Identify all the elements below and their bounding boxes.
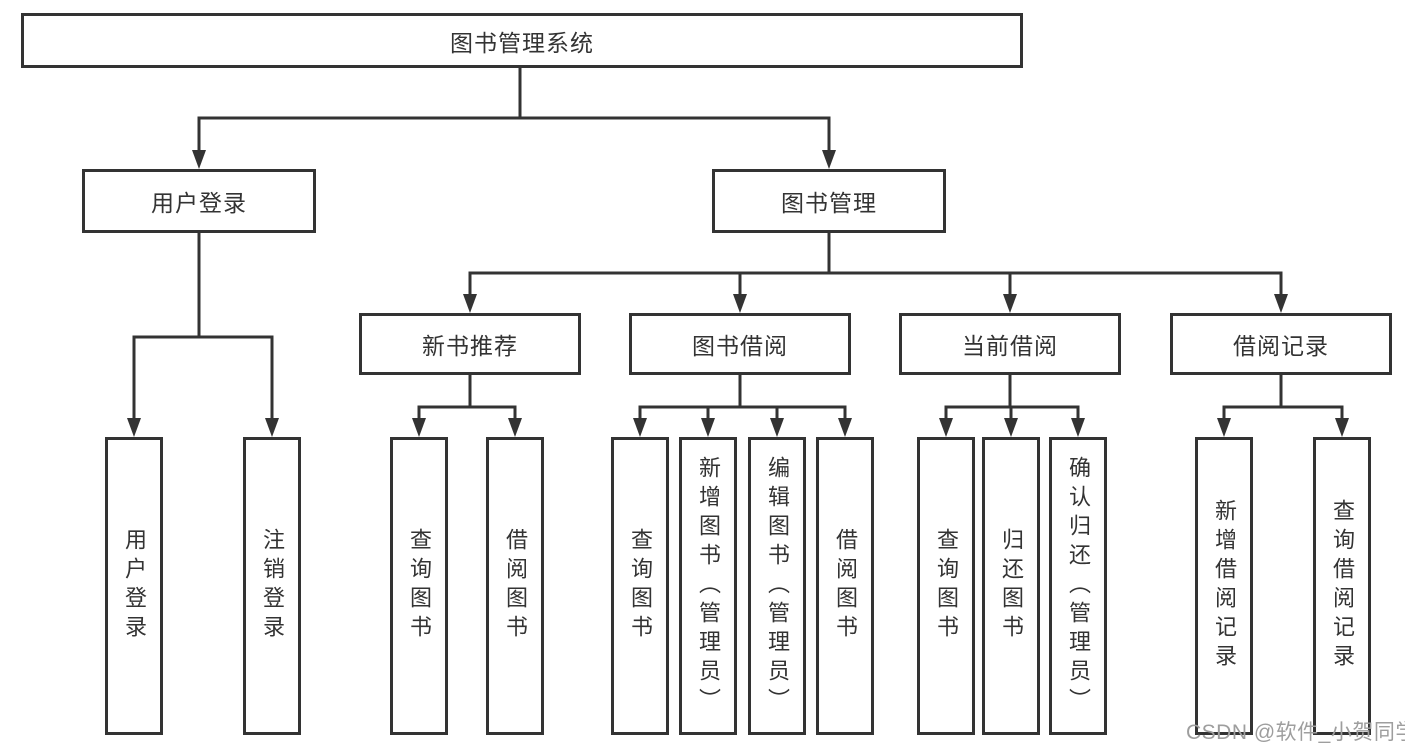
node-book-borrow: 图书借阅: [629, 313, 851, 375]
node-label: 新增图书（管理员）: [696, 455, 721, 717]
branch-book-management: [463, 233, 1288, 313]
watermark: CSDN @软件_小贺同学: [1186, 721, 1405, 744]
node-label: 查询借阅记录: [1330, 499, 1355, 673]
leaf-query-books-borrow: 查询图书: [611, 437, 669, 735]
leaf-user-login: 用户登录: [105, 437, 163, 735]
node-library-management-system: 图书管理系统: [21, 13, 1023, 68]
branch-new-book-recommend: [412, 375, 522, 437]
node-label: 图书管理系统: [450, 29, 594, 56]
leaf-add-borrow-record: 新增借阅记录: [1195, 437, 1253, 735]
node-label: 当前借阅: [962, 333, 1058, 359]
node-book-management: 图书管理: [712, 169, 946, 233]
leaf-borrow-books: 借阅图书: [816, 437, 874, 735]
node-label: 借阅图书: [833, 528, 858, 644]
node-label: 图书管理: [781, 190, 877, 216]
node-new-book-recommend: 新书推荐: [359, 313, 581, 375]
branch-borrow-records: [1217, 375, 1349, 437]
node-label: 图书借阅: [692, 333, 788, 359]
leaf-borrow-books-recommend: 借阅图书: [486, 437, 544, 735]
leaf-logout: 注销登录: [243, 437, 301, 735]
node-label: 查询图书: [628, 528, 653, 644]
node-label: 确认归还（管理员）: [1066, 455, 1091, 717]
branch-root-to-level2: [192, 68, 836, 169]
leaf-confirm-return-admin: 确认归还（管理员）: [1049, 437, 1107, 735]
leaf-query-books-recommend: 查询图书: [390, 437, 448, 735]
node-label: 编辑图书（管理员）: [765, 455, 790, 717]
leaf-return-books: 归还图书: [982, 437, 1040, 735]
branch-user-login: [127, 233, 279, 437]
node-label: 查询图书: [407, 528, 432, 644]
node-borrow-records: 借阅记录: [1170, 313, 1392, 375]
node-current-borrow: 当前借阅: [899, 313, 1121, 375]
node-label: 借阅图书: [503, 528, 528, 644]
node-label: 查询图书: [934, 528, 959, 644]
node-label: 归还图书: [999, 528, 1024, 644]
leaf-query-borrow-record: 查询借阅记录: [1313, 437, 1371, 735]
node-label: 注销登录: [260, 528, 285, 644]
node-label: 新增借阅记录: [1212, 499, 1237, 673]
node-label: 用户登录: [151, 190, 247, 216]
leaf-query-books-current: 查询图书: [917, 437, 975, 735]
node-label: 借阅记录: [1233, 333, 1329, 359]
branch-book-borrow: [633, 375, 852, 437]
node-label: 新书推荐: [422, 333, 518, 359]
node-user-login: 用户登录: [82, 169, 316, 233]
branch-current-borrow: [939, 375, 1085, 437]
leaf-add-books-admin: 新增图书（管理员）: [679, 437, 737, 735]
leaf-edit-books-admin: 编辑图书（管理员）: [748, 437, 806, 735]
node-label: 用户登录: [122, 528, 147, 644]
